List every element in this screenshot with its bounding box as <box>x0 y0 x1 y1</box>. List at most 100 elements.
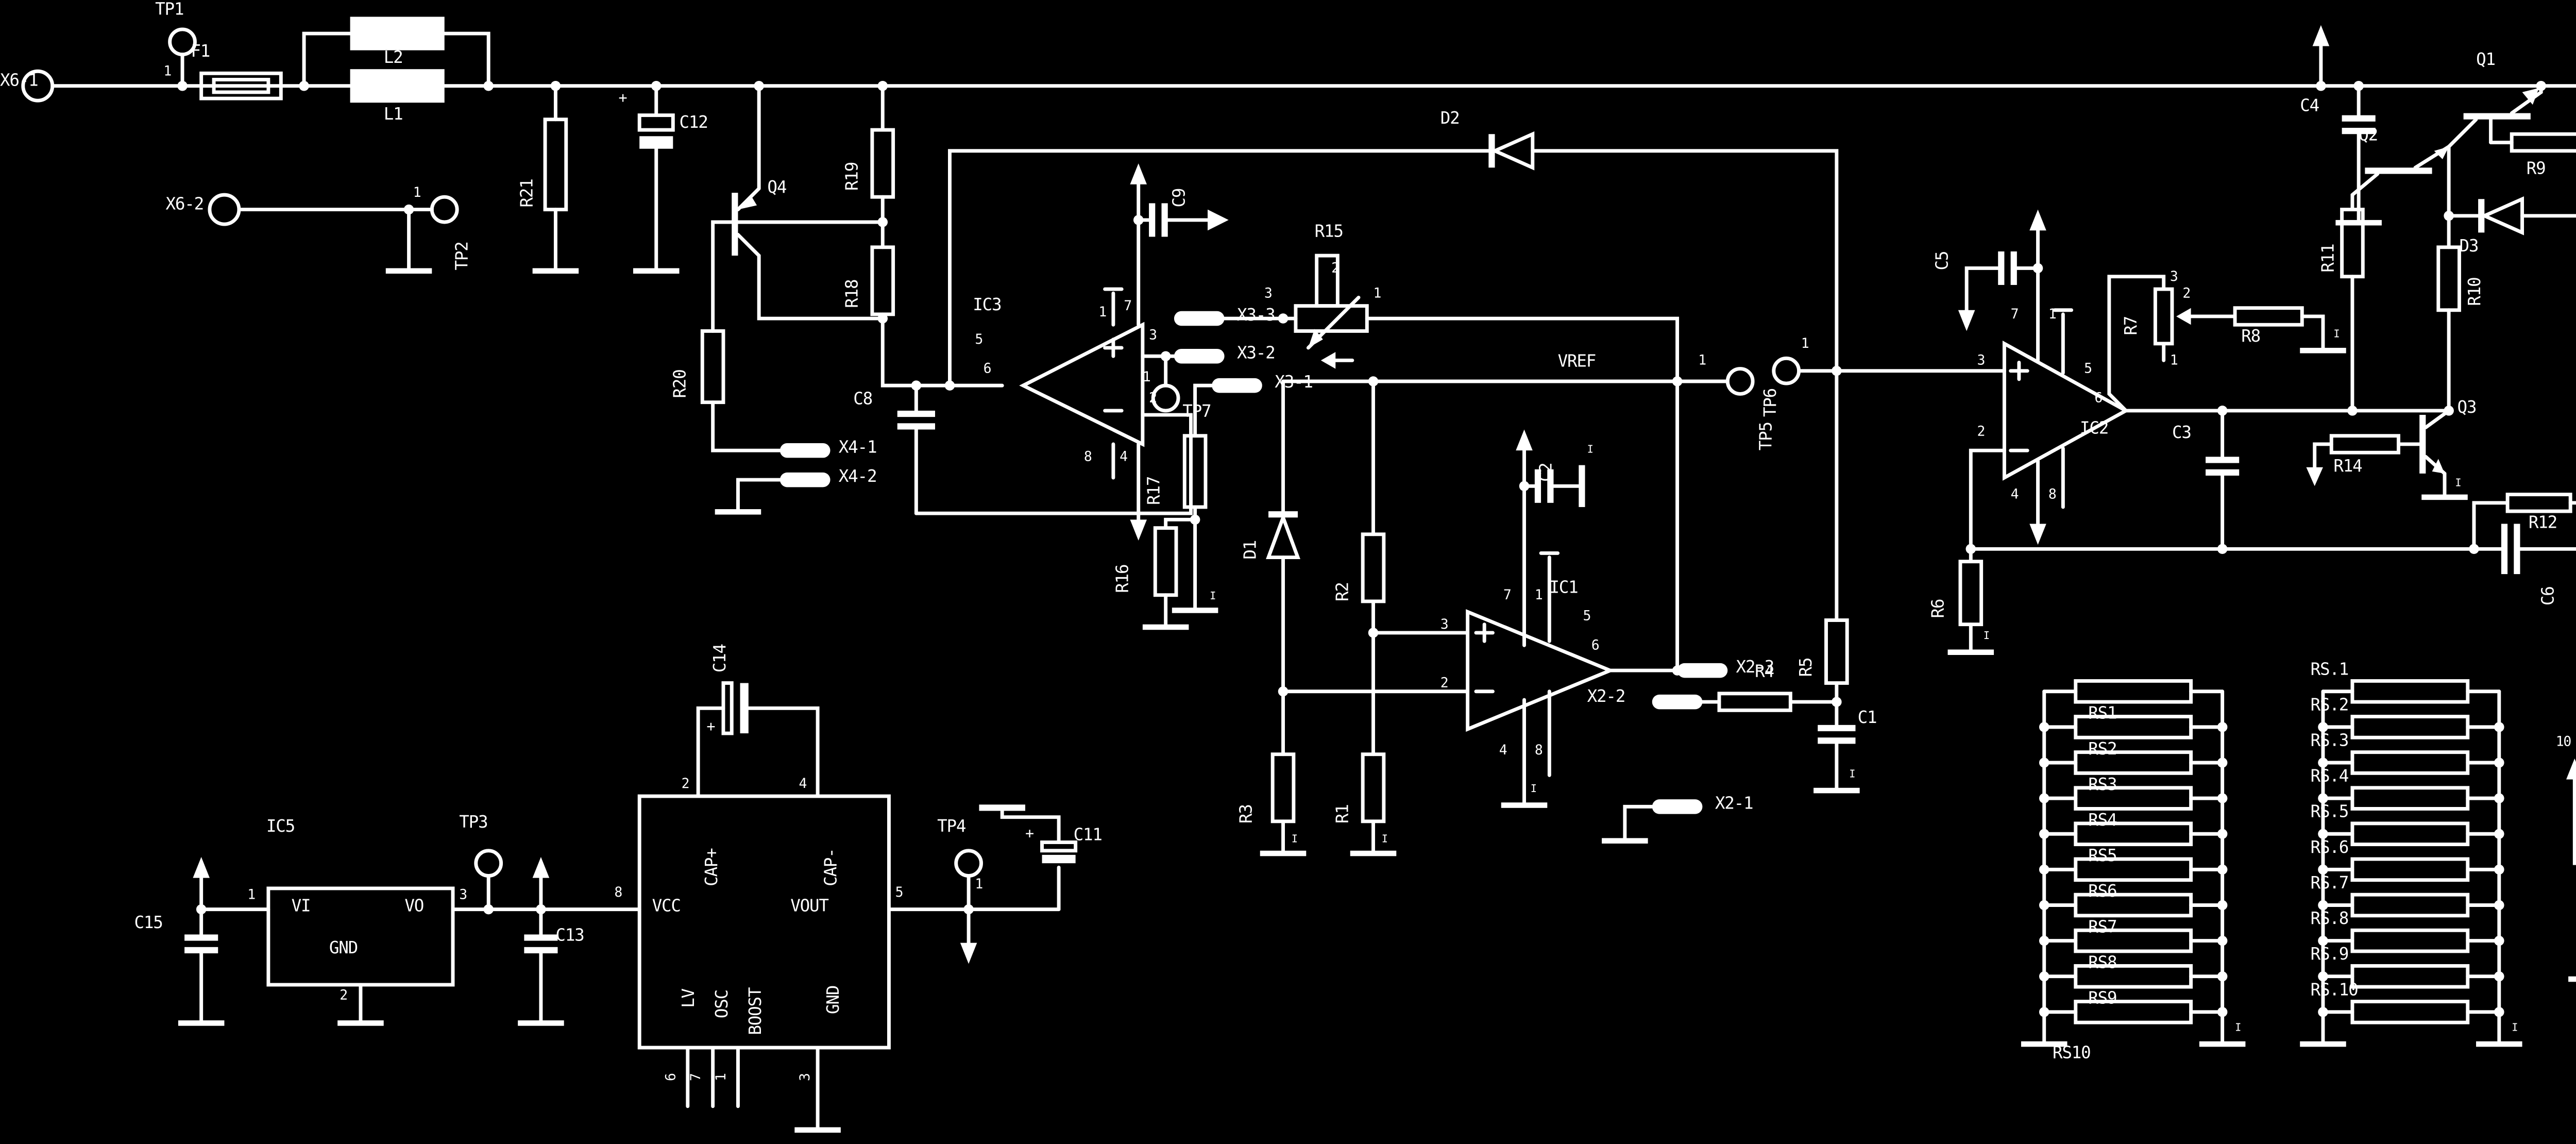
label-ic4-osc: OSC <box>713 989 732 1019</box>
label-ic3-p6: 6 <box>983 360 992 377</box>
label-ic4-p6: 6 <box>662 1073 680 1082</box>
label-ic4-gnd: GND <box>824 985 843 1014</box>
label-r7-p2: 2 <box>2182 284 2191 302</box>
label-x5-net: 10 <box>2555 733 2572 750</box>
label-rs10: RS10 <box>2053 1043 2091 1063</box>
label-tp1: TP1 <box>155 0 184 19</box>
label-ic4-lv: LV <box>679 988 699 1008</box>
label-x3-1: X3-1 <box>1275 373 1313 392</box>
label-r8: R8 <box>2241 327 2261 346</box>
label-r10: R10 <box>2465 277 2485 306</box>
label-tp7: TP7 <box>1182 402 1211 422</box>
label-r11: R11 <box>2318 244 2338 273</box>
label-c13: C13 <box>555 926 584 945</box>
label-ic5-vo: VO <box>404 897 424 916</box>
label-ic5-vi: VI <box>291 897 311 916</box>
label-r19: R19 <box>842 162 862 191</box>
label-r6: R6 <box>1928 599 1948 618</box>
label-r21: R21 <box>518 179 537 208</box>
label-ic3-p3: 3 <box>1149 327 1157 344</box>
label-ic1-p3: 3 <box>1440 616 1449 633</box>
label-ic1-p4: 4 <box>1499 742 1507 759</box>
label-ic2-p6: 6 <box>2094 390 2103 407</box>
label-ic2: IC2 <box>2079 419 2109 438</box>
label-ic4-capp: CAP+ <box>702 848 721 886</box>
label-q2: Q2 <box>2359 125 2378 145</box>
label-r15-p2: 2 <box>1331 260 1340 277</box>
label-d1: D1 <box>1241 540 1260 560</box>
label-ic3-p5: 5 <box>975 331 983 348</box>
label-ic4-p8: 8 <box>614 884 622 901</box>
label-c12-plus: + <box>618 90 628 107</box>
label-ic1-p6: 6 <box>1591 637 1600 654</box>
label-gt13: I <box>2235 1022 2241 1035</box>
label-gt3: I <box>1291 834 1298 847</box>
label-gt2: I <box>1381 834 1388 847</box>
label-x2-3: X2-3 <box>1736 658 1775 677</box>
label-q3: Q3 <box>2457 398 2477 417</box>
label-x3-3: X3-3 <box>1237 306 1276 325</box>
label-ic2-p1: 1 <box>2048 306 2057 323</box>
label-c14-plus: + <box>706 718 715 736</box>
label-tp2-pin: 1 <box>413 184 421 201</box>
label-rs4: RS4 <box>2088 811 2117 830</box>
label-tp1-pin: 1 <box>163 62 172 80</box>
label-c9: C9 <box>1170 188 1189 208</box>
label-rs6: RS6 <box>2088 882 2117 901</box>
label-rsd2: RS.2 <box>2310 695 2349 715</box>
label-r7: R7 <box>2122 316 2141 335</box>
label-rsd3: RS.3 <box>2310 731 2349 750</box>
label-ic1-p7: 7 <box>1503 586 1512 604</box>
label-x2-1: X2-1 <box>1715 794 1754 813</box>
label-ic3: IC3 <box>973 295 1002 314</box>
label-r17: R17 <box>1144 476 1164 505</box>
label-rs5: RS5 <box>2088 846 2117 866</box>
label-x2-2: X2-2 <box>1587 687 1626 706</box>
label-ic4-p7: 7 <box>687 1073 705 1082</box>
label-c3: C3 <box>2172 423 2192 442</box>
label-ic1-p1: 1 <box>1534 586 1543 604</box>
label-r9: R9 <box>2526 159 2546 178</box>
label-c1: C1 <box>1857 708 1877 727</box>
label-rsd10: RS.10 <box>2310 980 2359 1000</box>
label-ic3-p4: 4 <box>1120 448 1128 465</box>
label-tp6-pin: 1 <box>1801 335 1809 352</box>
label-ic4-capm: CAP- <box>822 848 841 886</box>
label-c14: C14 <box>710 644 730 673</box>
label-ic4-vout: VOUT <box>790 897 829 916</box>
label-ic3-p7: 7 <box>1124 297 1132 314</box>
label-ic4-boost: BOOST <box>746 987 766 1035</box>
label-rs3: RS3 <box>2088 775 2117 795</box>
label-x3-2: X3-2 <box>1237 343 1276 363</box>
label-rsd4: RS.4 <box>2310 767 2349 786</box>
label-ic4-p5: 5 <box>895 884 904 901</box>
label-l1: L1 <box>383 105 403 124</box>
label-tp5: TP5 <box>1757 422 1776 451</box>
label-c15: C15 <box>134 913 163 933</box>
label-c4: C4 <box>2300 96 2319 115</box>
label-rs9: RS9 <box>2088 989 2117 1008</box>
label-gt7: I <box>1983 630 1990 644</box>
label-x4-1: X4-1 <box>838 438 877 457</box>
label-gt6: I <box>1849 769 1855 782</box>
label-ic4-p4: 4 <box>799 775 807 792</box>
label-l2: L2 <box>383 48 403 68</box>
label-c2: C2 <box>1536 463 1556 482</box>
label-ic5: IC5 <box>266 817 295 836</box>
label-f1: F1 <box>191 42 210 61</box>
label-c11: C11 <box>1073 826 1103 845</box>
label-d2: D2 <box>1440 109 1460 128</box>
label-gt8: I <box>2333 329 2340 342</box>
label-r4: R4 <box>1755 662 1774 681</box>
label-r20: R20 <box>671 369 690 398</box>
label-r18: R18 <box>842 279 862 308</box>
label-rs8: RS8 <box>2088 953 2117 972</box>
label-ic2-p5: 5 <box>2084 360 2092 377</box>
label-r5: R5 <box>1797 658 1816 677</box>
label-tp3: TP3 <box>459 813 488 832</box>
label-c6: C6 <box>2539 586 2558 606</box>
label-ic2-p2: 2 <box>1977 423 1986 440</box>
label-d3: D3 <box>2459 237 2479 256</box>
label-ic2-p4: 4 <box>2010 486 2019 503</box>
